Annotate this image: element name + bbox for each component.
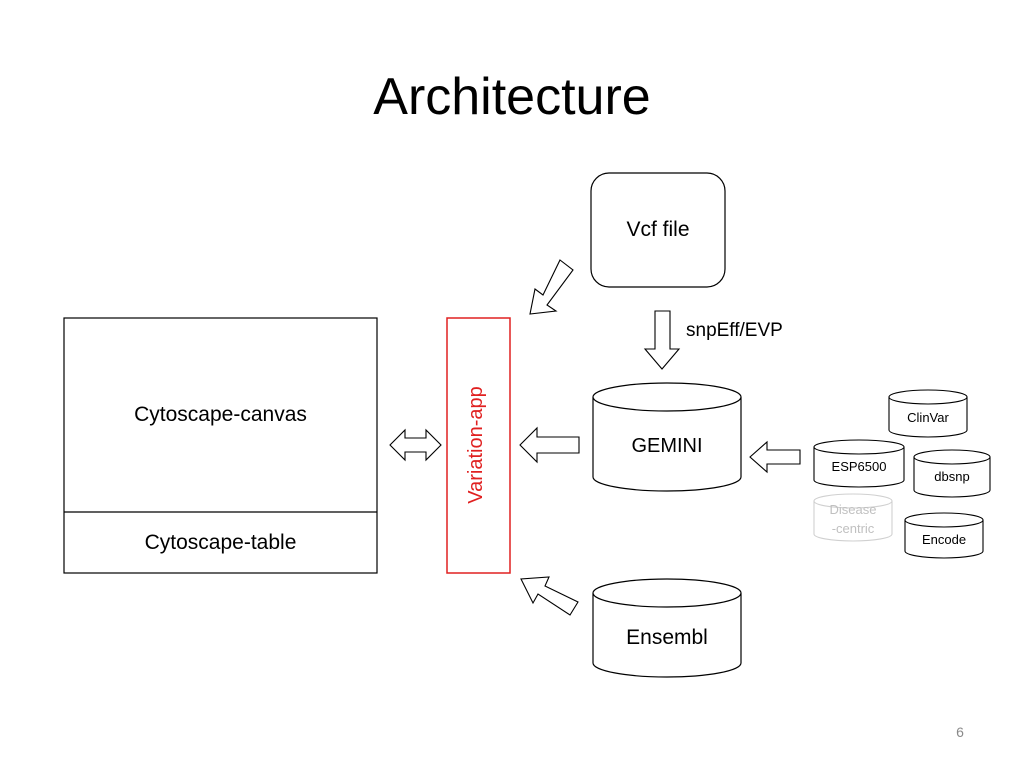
clinvar-cylinder [888, 389, 968, 438]
arrow-annotations-to-gemini [749, 440, 801, 474]
arrow-ensembl-to-variation [520, 576, 579, 616]
arrow-vcf-to-gemini [643, 310, 681, 370]
cytoscape-table-label: Cytoscape-table [144, 531, 297, 554]
encode-label: Encode [921, 532, 967, 547]
variation-app-box [446, 317, 511, 574]
disease-centric-label-line2: -centric [831, 521, 875, 536]
gemini-label: GEMINI [631, 435, 703, 457]
vcf-file-label: Vcf file [626, 218, 690, 241]
cytoscape-panel [63, 317, 378, 574]
arrow-gemini-to-variation [519, 426, 580, 464]
esp6500-cylinder [813, 439, 905, 488]
disease-centric-cylinder [813, 493, 893, 542]
clinvar-label: ClinVar [907, 410, 949, 425]
vcf-file-box [590, 172, 726, 288]
ensembl-label: Ensembl [626, 626, 708, 649]
page-number: 6 [956, 724, 964, 740]
variation-app-label: Variation-app [465, 386, 487, 504]
esp6500-label: ESP6500 [831, 459, 887, 474]
gemini-cylinder [592, 382, 742, 492]
snpeff-evp-label: snpEff/EVP [686, 320, 783, 341]
ensembl-cylinder [592, 578, 742, 678]
cytoscape-canvas-label: Cytoscape-canvas [134, 403, 307, 426]
double-arrow-cytoscape-variation [389, 428, 442, 462]
arrow-vcf-to-variation [529, 259, 574, 315]
dbsnp-cylinder [913, 449, 991, 498]
encode-cylinder [904, 512, 984, 559]
dbsnp-label: dbsnp [934, 469, 970, 484]
slide-title: Architecture [373, 68, 651, 126]
disease-centric-label-line1: Disease [829, 502, 877, 517]
